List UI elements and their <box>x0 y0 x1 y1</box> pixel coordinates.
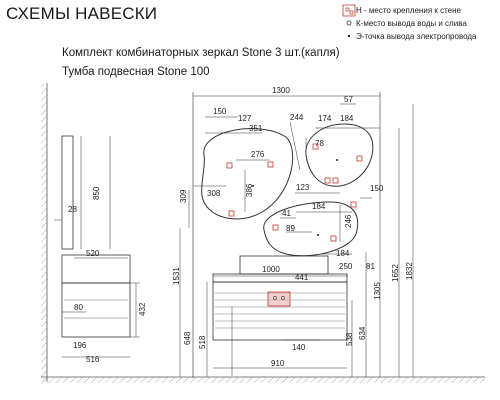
mount-point-icon <box>342 4 356 17</box>
water-outlet-icon <box>281 296 285 300</box>
electric-point-icon <box>317 234 319 236</box>
dim-140: 140 <box>292 343 306 352</box>
dim-1000: 1000 <box>262 265 280 274</box>
dim-1305: 1305 <box>373 282 382 300</box>
dim-123: 123 <box>296 183 310 192</box>
side-sink <box>61 254 131 284</box>
dim-89: 89 <box>286 224 295 233</box>
dim-side-196: 196 <box>73 341 87 350</box>
dim-1832: 1832 <box>405 262 414 280</box>
side-cabinet <box>61 282 131 338</box>
dim-308: 308 <box>207 189 221 198</box>
dim-244: 244 <box>290 113 304 122</box>
mount-point-icon <box>312 143 319 150</box>
dim-150-right: 150 <box>370 184 384 193</box>
dim-side-80: 80 <box>74 303 83 312</box>
water-outlet-area <box>267 291 291 307</box>
mirror-middle-right <box>263 201 359 257</box>
mount-point-icon <box>267 161 274 168</box>
mount-point-icon <box>226 162 233 169</box>
dim-overall-width: 1300 <box>272 86 290 95</box>
dim-246: 246 <box>344 214 353 228</box>
dim-634: 634 <box>358 326 367 340</box>
dim-78: 78 <box>315 139 324 148</box>
dim-150-top: 150 <box>213 107 227 116</box>
dim-351: 351 <box>249 124 263 133</box>
dim-side-520: 520 <box>86 249 100 258</box>
dim-276: 276 <box>251 150 265 159</box>
dim-184-mid: 184 <box>312 202 326 211</box>
dim-127: 127 <box>238 114 252 123</box>
dim-910: 910 <box>271 359 285 368</box>
mount-point-icon <box>350 201 357 208</box>
dim-174: 174 <box>318 114 332 123</box>
dim-1652: 1652 <box>391 264 400 282</box>
floor-hatch <box>41 377 485 383</box>
electric-point-icon <box>252 185 254 187</box>
legend-item-mount: Н - место крепления к стене <box>356 6 461 15</box>
dim-309: 309 <box>179 189 188 203</box>
dim-side-432: 432 <box>138 302 147 316</box>
mirror-top-right <box>305 123 374 187</box>
legend-item-electric: Э-точка вывода электропровода <box>356 32 477 41</box>
dim-386: 386 <box>245 183 254 197</box>
water-outlet-icon <box>346 20 352 26</box>
subtitle-mirrors: Комплект комбинаторных зеркал Stone 3 шт… <box>62 47 340 59</box>
dim-1531: 1531 <box>172 267 181 285</box>
cabinet-top <box>212 273 348 283</box>
dim-518: 518 <box>198 335 207 349</box>
dim-441: 441 <box>295 273 309 282</box>
dim-81: 81 <box>366 262 375 271</box>
electric-point-icon <box>336 159 338 161</box>
page-title: СХЕМЫ НАВЕСКИ <box>6 4 158 23</box>
dim-250: 250 <box>339 262 353 271</box>
mount-point-icon <box>330 235 337 242</box>
electric-point-icon <box>347 34 351 38</box>
dim-side-516: 516 <box>86 355 100 364</box>
mount-point-icon <box>324 177 331 184</box>
mount-point-icon <box>272 224 279 231</box>
legend-item-water: К-место вывода воды и слива <box>356 19 467 28</box>
dim-184-low: 184 <box>336 249 350 258</box>
cabinet-body <box>212 281 348 341</box>
side-mirror <box>61 135 74 250</box>
wall-hatch-left <box>41 83 47 382</box>
subtitle-cabinet: Тумба подвесная Stone 100 <box>62 66 210 78</box>
dim-side-850: 850 <box>92 186 101 200</box>
mount-point-icon <box>228 210 235 217</box>
mirror-left <box>201 128 294 220</box>
mount-point-icon <box>356 155 363 162</box>
side-view <box>54 135 140 358</box>
sink-bowl <box>239 255 329 275</box>
dim-648: 648 <box>183 331 192 345</box>
dim-41: 41 <box>282 209 291 218</box>
dim-538: 538 <box>345 332 354 346</box>
dim-side-28: 28 <box>68 205 77 214</box>
mount-point-icon <box>332 177 339 184</box>
water-outlet-icon <box>273 296 277 300</box>
dim-184-top: 184 <box>340 114 354 123</box>
dim-57: 57 <box>344 95 353 104</box>
